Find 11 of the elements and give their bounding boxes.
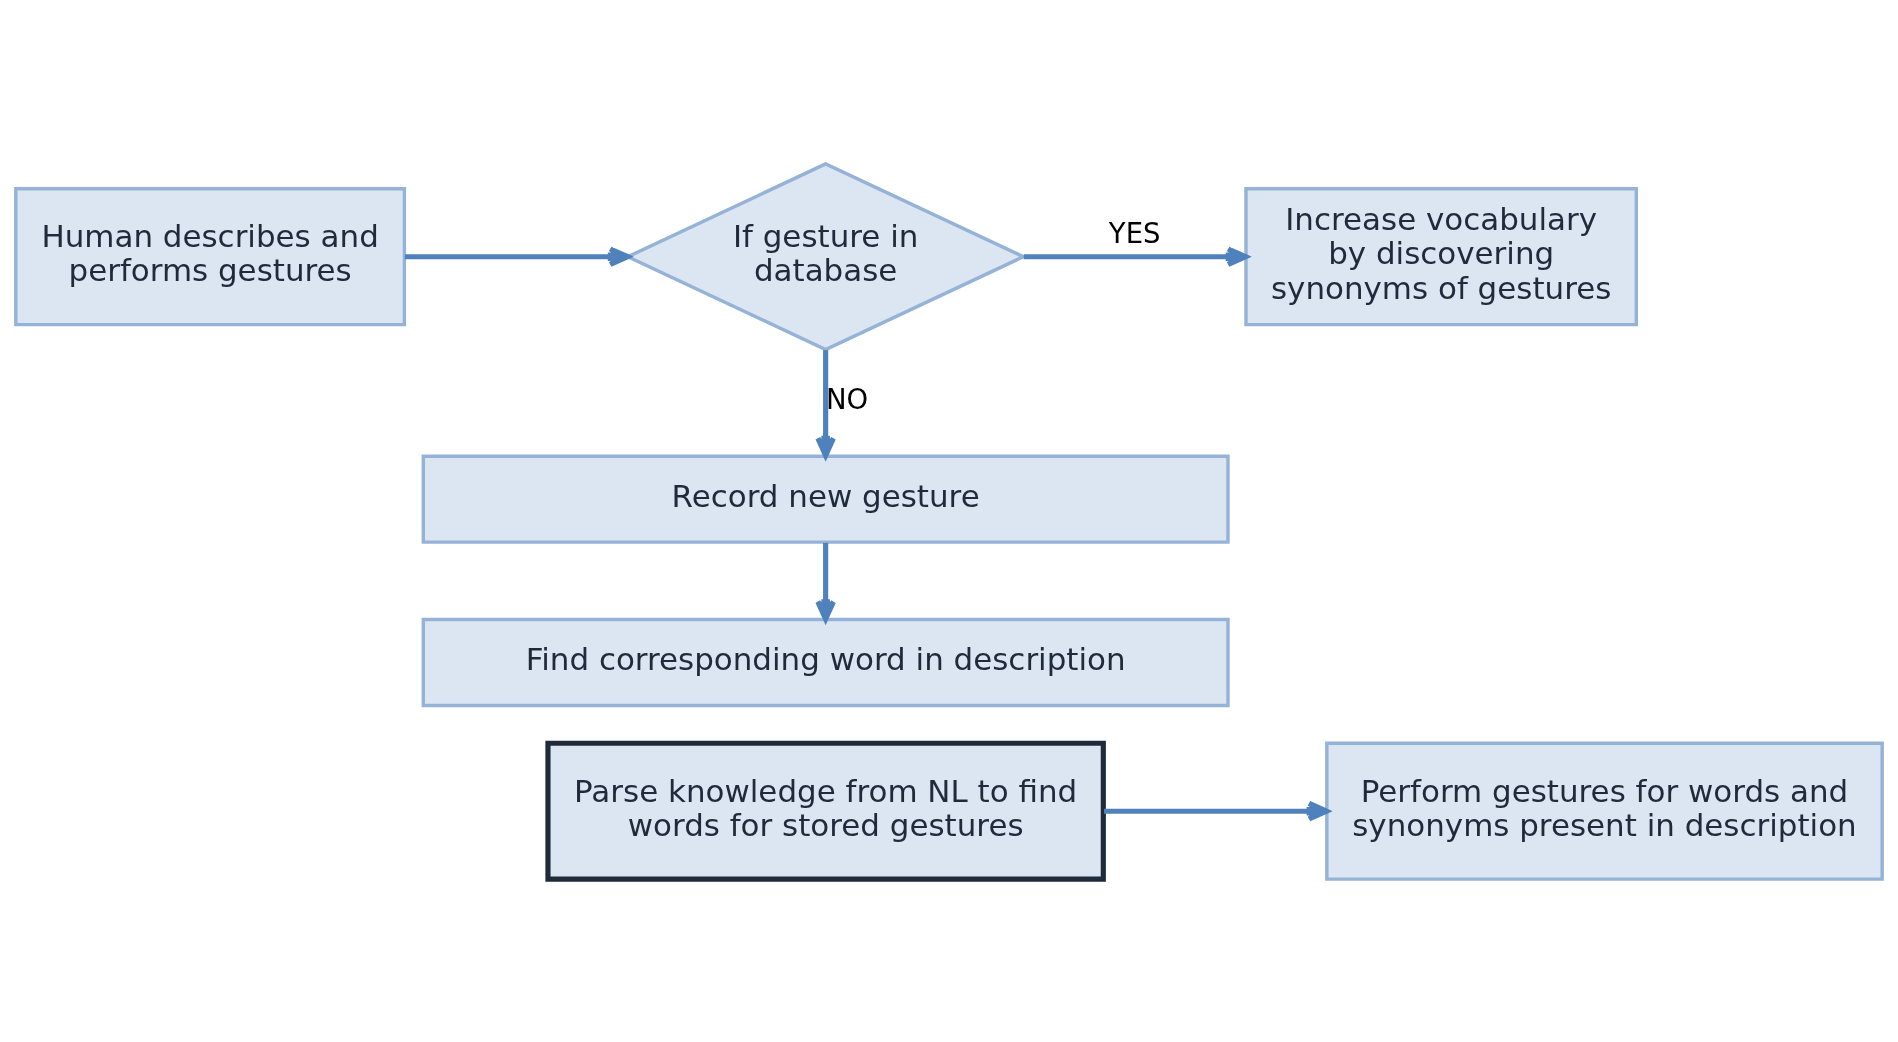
node-box: Find corresponding word in description [421,617,1230,707]
edge-label: NO [826,382,869,415]
arrow [1023,245,1249,267]
node-box: Parse knowledge from NL to find words for stored gestures [545,740,1106,882]
node-box: Increase vocabulary by discovering synonyms of gestures [1244,186,1639,326]
node-box: Record new gesture [421,453,1230,544]
arrow [404,245,631,267]
node-box: Perform gestures for words and synonyms present in description [1325,741,1884,881]
edge-label: YES [1108,216,1161,249]
node-box: Human describes and performs gestures [14,186,407,326]
arrow [815,542,836,622]
